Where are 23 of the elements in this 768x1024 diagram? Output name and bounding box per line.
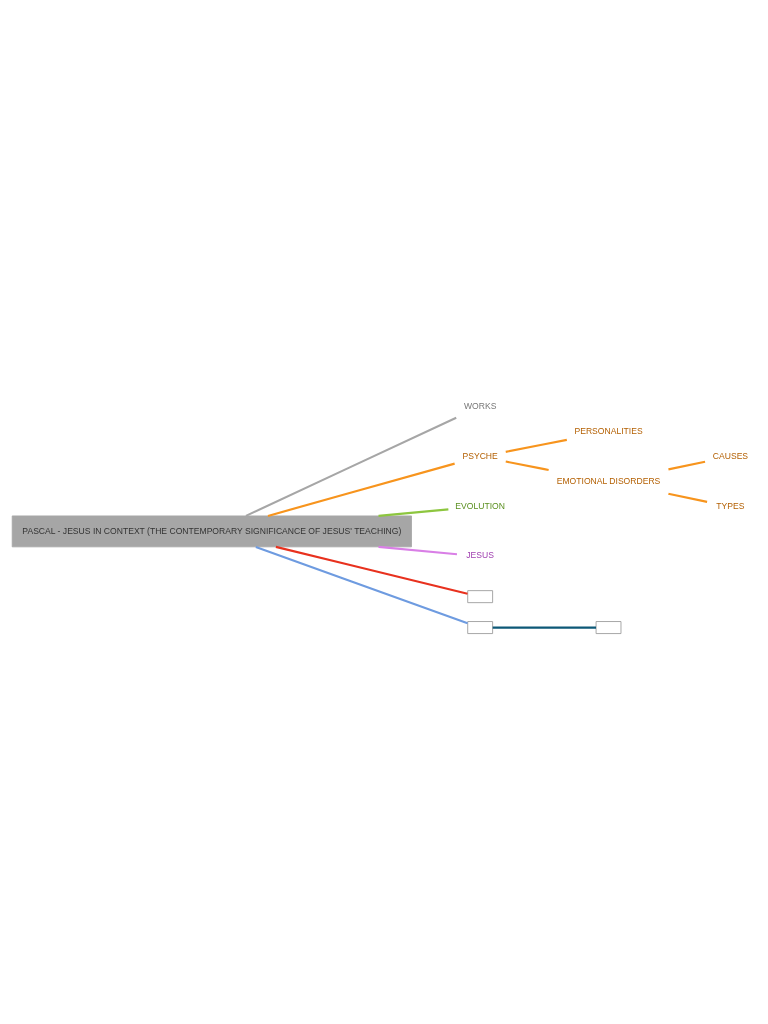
connector <box>275 545 468 595</box>
connector <box>505 460 549 471</box>
node-text: PSYCHE <box>462 450 498 461</box>
connector <box>255 545 468 624</box>
node-text: TYPES <box>716 500 745 511</box>
connector <box>267 462 455 517</box>
connector <box>668 460 706 470</box>
node-text: EVOLUTION <box>455 500 505 511</box>
connector <box>378 507 449 517</box>
node-text: CAUSES <box>712 450 749 461</box>
node-box <box>595 620 622 634</box>
connector <box>492 626 596 629</box>
connector <box>378 545 458 555</box>
node-text: JESUS <box>466 549 494 560</box>
node-box <box>467 620 494 634</box>
node-text: EMOTIONAL DISORDERS <box>556 475 661 486</box>
node-box <box>467 589 494 603</box>
node-box: PASCAL - JESUS IN CONTEXT (THE CONTEMPORARY SIGNIFICANCE OF JESUS' TEACHING) <box>11 515 412 547</box>
node-text: PERSONALITIES <box>574 425 643 436</box>
connector <box>505 438 568 453</box>
connector <box>668 492 708 503</box>
node-text: WORKS <box>463 400 497 411</box>
connector <box>245 416 457 517</box>
